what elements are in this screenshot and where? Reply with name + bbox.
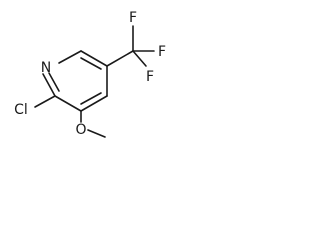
atom-label-nitrogen: N — [41, 60, 51, 76]
atom-label-oxygen: O — [75, 122, 86, 138]
bond-c3-c4 — [80, 95, 108, 112]
atom-label-fluorine-top: F — [129, 10, 137, 26]
bond-c5-cf3 — [106, 50, 134, 67]
bond-c2-cl — [34, 95, 56, 108]
bond-c5-c6 — [80, 50, 108, 67]
atom-label-fluorine-right: F — [158, 44, 166, 60]
bond-n-c2-inner — [48, 72, 60, 92]
pyridine-ring — [42, 50, 108, 112]
bond-c5-c6-inner — [80, 57, 102, 70]
bond-n-c2 — [42, 73, 56, 97]
bond-cf3-f-bottom — [132, 50, 147, 67]
bond-c6-n — [58, 50, 82, 64]
atom-label-chlorine: Cl — [14, 102, 28, 118]
bond-c3-c4-inner — [80, 92, 102, 105]
atom-label-fluorine-bottom: F — [146, 69, 154, 85]
bond-c2-c3 — [54, 95, 82, 112]
bond-o-ch3 — [87, 129, 106, 138]
chemical-structure: N Cl O F F F — [14, 10, 166, 138]
